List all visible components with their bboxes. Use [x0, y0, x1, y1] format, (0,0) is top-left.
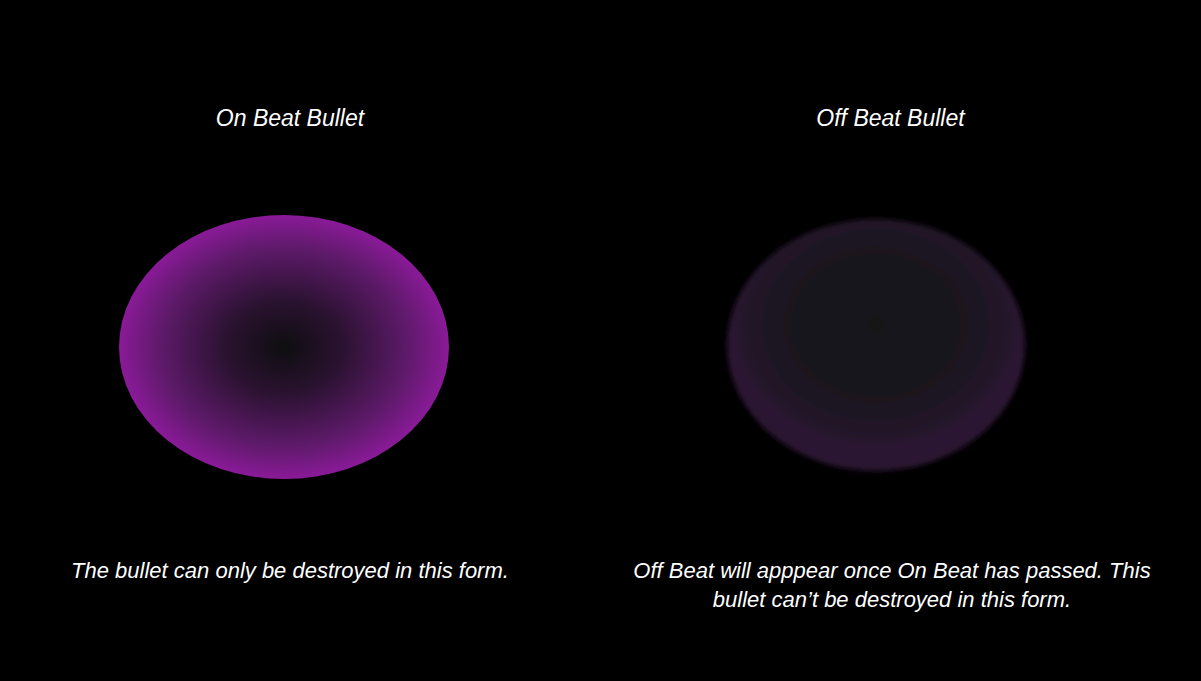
bullet-caption: The bullet can only be destroyed in this… [0, 557, 580, 585]
bullet-title: On Beat Bullet [0, 104, 580, 132]
bullet-ellipse [119, 215, 449, 479]
bullet-caption: Off Beat will apppear once On Beat has p… [606, 556, 1178, 614]
bullet-node: On Beat BulletThe bullet can only be des… [0, 0, 580, 681]
bullet-ellipse [727, 219, 1025, 471]
bullet-title: Off Beat Bullet [580, 104, 1201, 132]
bullet-node: Off Beat BulletOff Beat will apppear onc… [580, 0, 1201, 681]
